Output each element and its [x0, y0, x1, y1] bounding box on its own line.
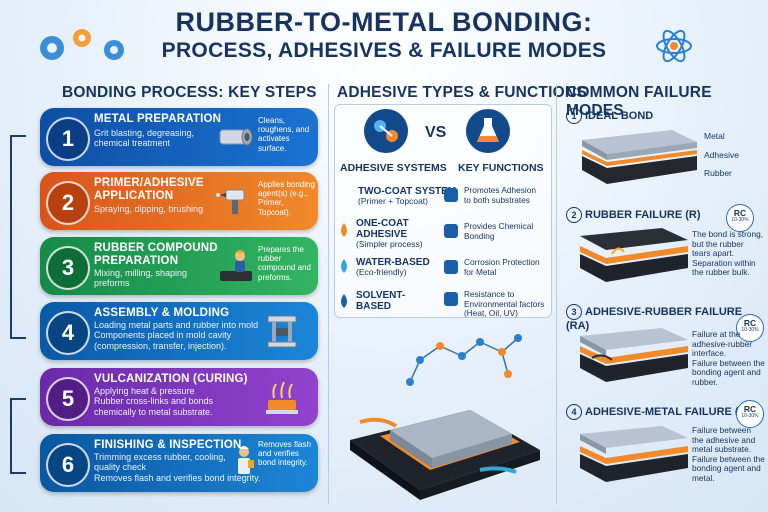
step-primer-application: 2 PRIMER/ADHESIVE APPLICATION Spraying, …	[40, 172, 318, 230]
failure-number: 4	[566, 404, 582, 420]
step-title: FINISHING & INSPECTION	[94, 439, 242, 451]
step-rubber-compound: 3 RUBBER COMPOUND PREPARATION Mixing, mi…	[40, 237, 318, 295]
layer-label-metal: Metal	[704, 131, 725, 141]
inspector-icon	[238, 446, 254, 474]
gear-icon	[40, 29, 124, 60]
adhesive-type-name: SOLVENT- BASED	[356, 290, 406, 312]
worker-icon	[220, 250, 252, 281]
failure-description: Failure at the adhesive-rubber interface…	[692, 329, 765, 387]
step-assembly-molding: 4 ASSEMBLY & MOLDING Loading metal parts…	[40, 302, 318, 360]
step-title: RUBBER COMPOUND PREPARATION	[94, 242, 218, 267]
mold-press-icon	[267, 315, 297, 348]
layer-label-adhesive: Adhesive	[704, 150, 739, 160]
step-number: 5	[46, 377, 90, 421]
function-item: Corrosion Protection for Metal	[464, 257, 540, 277]
failure-number: 3	[566, 304, 582, 320]
shield-icon	[444, 292, 458, 306]
adhesive-metal-failure-layers	[580, 426, 688, 482]
adhesive-type-name: WATER-BASED	[356, 257, 430, 268]
adhesives-heading: ADHESIVE TYPES & FUNCTIONS	[337, 84, 587, 101]
step-vulcanization: 5 VULCANIZATION (CURING) Applying heat &…	[40, 368, 318, 426]
step-side-note: Prepares the rubber compound and preform…	[258, 245, 311, 282]
adhesive-rubber-failure-layers	[580, 328, 688, 382]
failure-title: ADHESIVE-METAL FAILURE (MA)	[585, 406, 760, 418]
adhesive-type-two-coat: TWO-COAT SYSTEM (Primer + Topcoat)	[358, 186, 456, 206]
step-title: VULCANIZATION (CURING)	[94, 373, 248, 385]
layer-label-rubber: Rubber	[704, 168, 732, 178]
drop-icon	[341, 294, 347, 308]
adhesive-type-sub: (Primer + Topcoat)	[358, 196, 428, 206]
process-heading: BONDING PROCESS: KEY STEPS	[62, 84, 317, 101]
step-side-note: Applies bonding agent(s) (e.g., Primer, …	[258, 180, 315, 217]
step-desc: Loading metal parts and rubber into mold…	[94, 320, 259, 351]
title-line-2: PROCESS, ADHESIVES & FAILURE MODES	[161, 39, 607, 63]
step-metal-preparation: 1 METAL PREPARATION Grit blasting, degre…	[40, 108, 318, 166]
step-number: 3	[46, 246, 90, 290]
rubber-failure-layers	[580, 228, 688, 282]
step-number: 4	[46, 311, 90, 355]
function-item: Resistance to Environmental factors (Hea…	[464, 289, 545, 319]
step-desc: Mixing, milling, shaping preforms	[94, 268, 188, 289]
heat-icon	[266, 381, 298, 414]
step-number: 6	[46, 443, 90, 487]
shield-icon	[444, 224, 458, 238]
divider-right	[556, 84, 557, 504]
drop-icon	[341, 223, 347, 237]
step-title: ASSEMBLY & MOLDING	[94, 307, 230, 319]
title-line-1: RUBBER-TO-METAL BONDING:	[175, 7, 593, 37]
adhesive-type-name: ONE-COAT ADHESIVE	[356, 218, 409, 240]
step-side-note: Cleans, roughens, and activates surface.	[258, 116, 310, 153]
function-item: Provides Chemical Bonding	[464, 221, 534, 241]
step-finishing-inspection: 6 FINISHING & INSPECTION Trimming excess…	[40, 434, 318, 492]
atom-icon	[656, 29, 692, 63]
step-desc: Trimming excess rubber, cooling, quality…	[94, 452, 261, 483]
failure-number: 2	[566, 207, 582, 223]
adhesive-type-solvent-based: SOLVENT- BASED	[356, 290, 405, 312]
step-desc: Grit blasting, degreasing, chemical trea…	[94, 128, 195, 149]
failure-title: IDEAL BOND	[585, 110, 654, 122]
failure-title: ADHESIVE-RUBBER FAILURE (RA)	[566, 306, 743, 332]
step-desc: Spraying, dipping, brushing	[94, 204, 204, 214]
step-number: 1	[46, 117, 90, 161]
function-item: Promotes Adhesion to both substrates	[464, 185, 536, 205]
failure-title: RUBBER FAILURE (R)	[585, 209, 701, 221]
step-side-note: Removes flash and verifies bond integrit…	[258, 440, 311, 468]
shield-icon	[444, 260, 458, 274]
adhesive-type-water-based: WATER-BASED (Eco-friendly)	[356, 257, 430, 277]
failure-number: 1	[566, 108, 582, 124]
process-bracket	[10, 135, 26, 339]
ideal-bond-layers	[582, 130, 697, 184]
step-desc: Applying heat & pressure Rubber cross-li…	[94, 386, 214, 417]
systems-label: ADHESIVE SYSTEMS	[340, 162, 447, 174]
page-title: RUBBER-TO-METAL BONDING: PROCESS, ADHESI…	[0, 8, 768, 62]
failure-description: The bond is strong, but the rubber tears…	[692, 229, 764, 278]
adhesive-type-sub: (Eco-friendly)	[356, 267, 407, 277]
drop-icon	[341, 259, 347, 273]
pipe-icon	[219, 128, 253, 146]
molecule-icon	[364, 109, 408, 153]
bonded-plate-illustration	[350, 334, 540, 500]
step-title: PRIMER/ADHESIVE APPLICATION	[94, 177, 204, 202]
step-title: METAL PREPARATION	[94, 113, 222, 125]
adhesive-type-one-coat: ONE-COAT ADHESIVE (Simpler process)	[356, 218, 423, 249]
adhesive-type-name: TWO-COAT SYSTEM	[358, 186, 457, 197]
adhesive-type-sub: (Simpler process)	[356, 239, 423, 249]
process-bracket-lower	[10, 398, 26, 474]
spray-gun-icon	[216, 189, 245, 214]
divider-left	[328, 84, 329, 504]
failure-description: Failure between the adhesive and metal s…	[692, 425, 765, 483]
step-number: 2	[46, 181, 90, 225]
vs-label: VS	[425, 124, 447, 141]
flask-icon	[466, 109, 510, 153]
shield-icon	[444, 188, 458, 202]
functions-label: KEY FUNCTIONS	[458, 162, 544, 174]
